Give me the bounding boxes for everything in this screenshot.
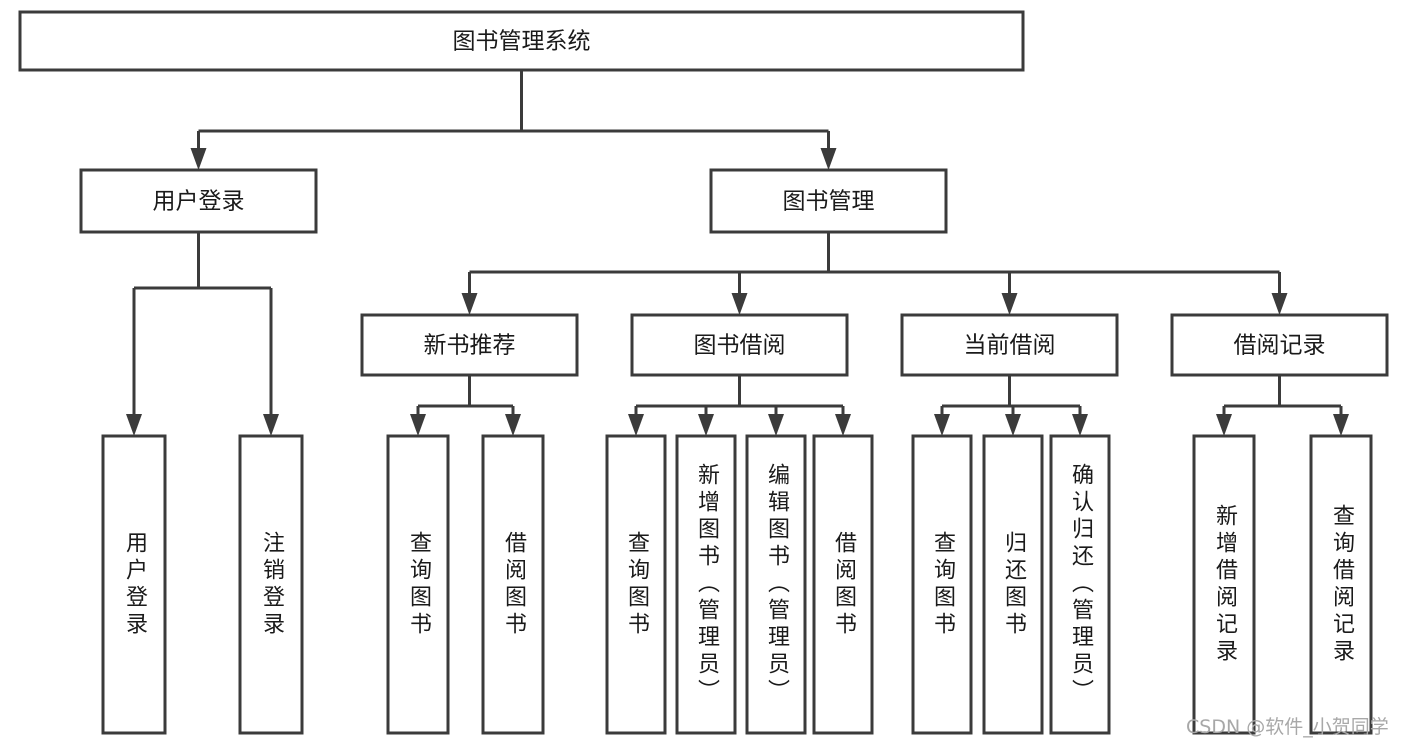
arrow-head-icon — [1216, 414, 1232, 436]
node-box-book-borrow[interactable] — [630, 313, 849, 377]
node-box-new-book-rec[interactable] — [360, 313, 579, 377]
arrow-head-icon — [190, 148, 207, 170]
node-box-leaf-confirm-return[interactable] — [1049, 434, 1111, 735]
node-box-leaf-query-book-1[interactable] — [386, 434, 450, 735]
node-box-user-login[interactable] — [79, 168, 318, 234]
connector-layer — [126, 70, 1349, 436]
node-box-leaf-query-record[interactable] — [1309, 434, 1373, 735]
node-box-leaf-logout[interactable] — [238, 434, 304, 735]
arrow-head-icon — [628, 414, 644, 436]
node-label-book-manage: 图书管理 — [783, 189, 875, 215]
node-box-leaf-user-login[interactable] — [101, 434, 167, 735]
arrow-head-icon — [698, 414, 714, 436]
arrow-head-icon — [934, 414, 950, 436]
arrow-head-icon — [768, 414, 784, 436]
node-box-leaf-query-book-3[interactable] — [911, 434, 973, 735]
node-label-current-borrow: 当前借阅 — [964, 333, 1056, 359]
arrow-head-icon — [1271, 293, 1288, 315]
watermark-text: CSDN @软件_小贺同学 — [1186, 716, 1389, 738]
arrow-head-icon — [731, 293, 748, 315]
node-box-leaf-edit-book[interactable] — [745, 434, 807, 735]
arrow-head-icon — [505, 414, 521, 436]
node-label-root: 图书管理系统 — [453, 29, 591, 55]
node-box-book-manage[interactable] — [709, 168, 948, 234]
node-box-layer — [18, 10, 1389, 735]
node-box-leaf-borrow-book-1[interactable] — [481, 434, 545, 735]
arrow-head-icon — [1333, 414, 1349, 436]
arrow-head-icon — [820, 148, 837, 170]
arrow-head-icon — [1001, 293, 1018, 315]
arrow-head-icon — [835, 414, 851, 436]
node-label-user-login: 用户登录 — [153, 189, 245, 215]
node-box-leaf-borrow-book-2[interactable] — [812, 434, 874, 735]
arrow-head-icon — [1072, 414, 1088, 436]
node-box-borrow-record[interactable] — [1170, 313, 1389, 377]
node-box-current-borrow[interactable] — [900, 313, 1119, 377]
node-box-root[interactable] — [18, 10, 1025, 72]
node-box-leaf-add-book[interactable] — [675, 434, 737, 735]
node-box-leaf-return-book[interactable] — [982, 434, 1044, 735]
arrow-head-icon — [126, 414, 142, 436]
node-label-new-book-rec: 新书推荐 — [424, 333, 516, 359]
node-box-leaf-query-book-2[interactable] — [605, 434, 667, 735]
arrow-head-icon — [1005, 414, 1021, 436]
node-label-borrow-record: 借阅记录 — [1234, 333, 1326, 359]
arrow-head-icon — [410, 414, 426, 436]
arrow-head-icon — [461, 293, 478, 315]
arrow-head-icon — [263, 414, 279, 436]
node-box-leaf-add-record[interactable] — [1192, 434, 1256, 735]
node-label-book-borrow: 图书借阅 — [694, 333, 786, 359]
